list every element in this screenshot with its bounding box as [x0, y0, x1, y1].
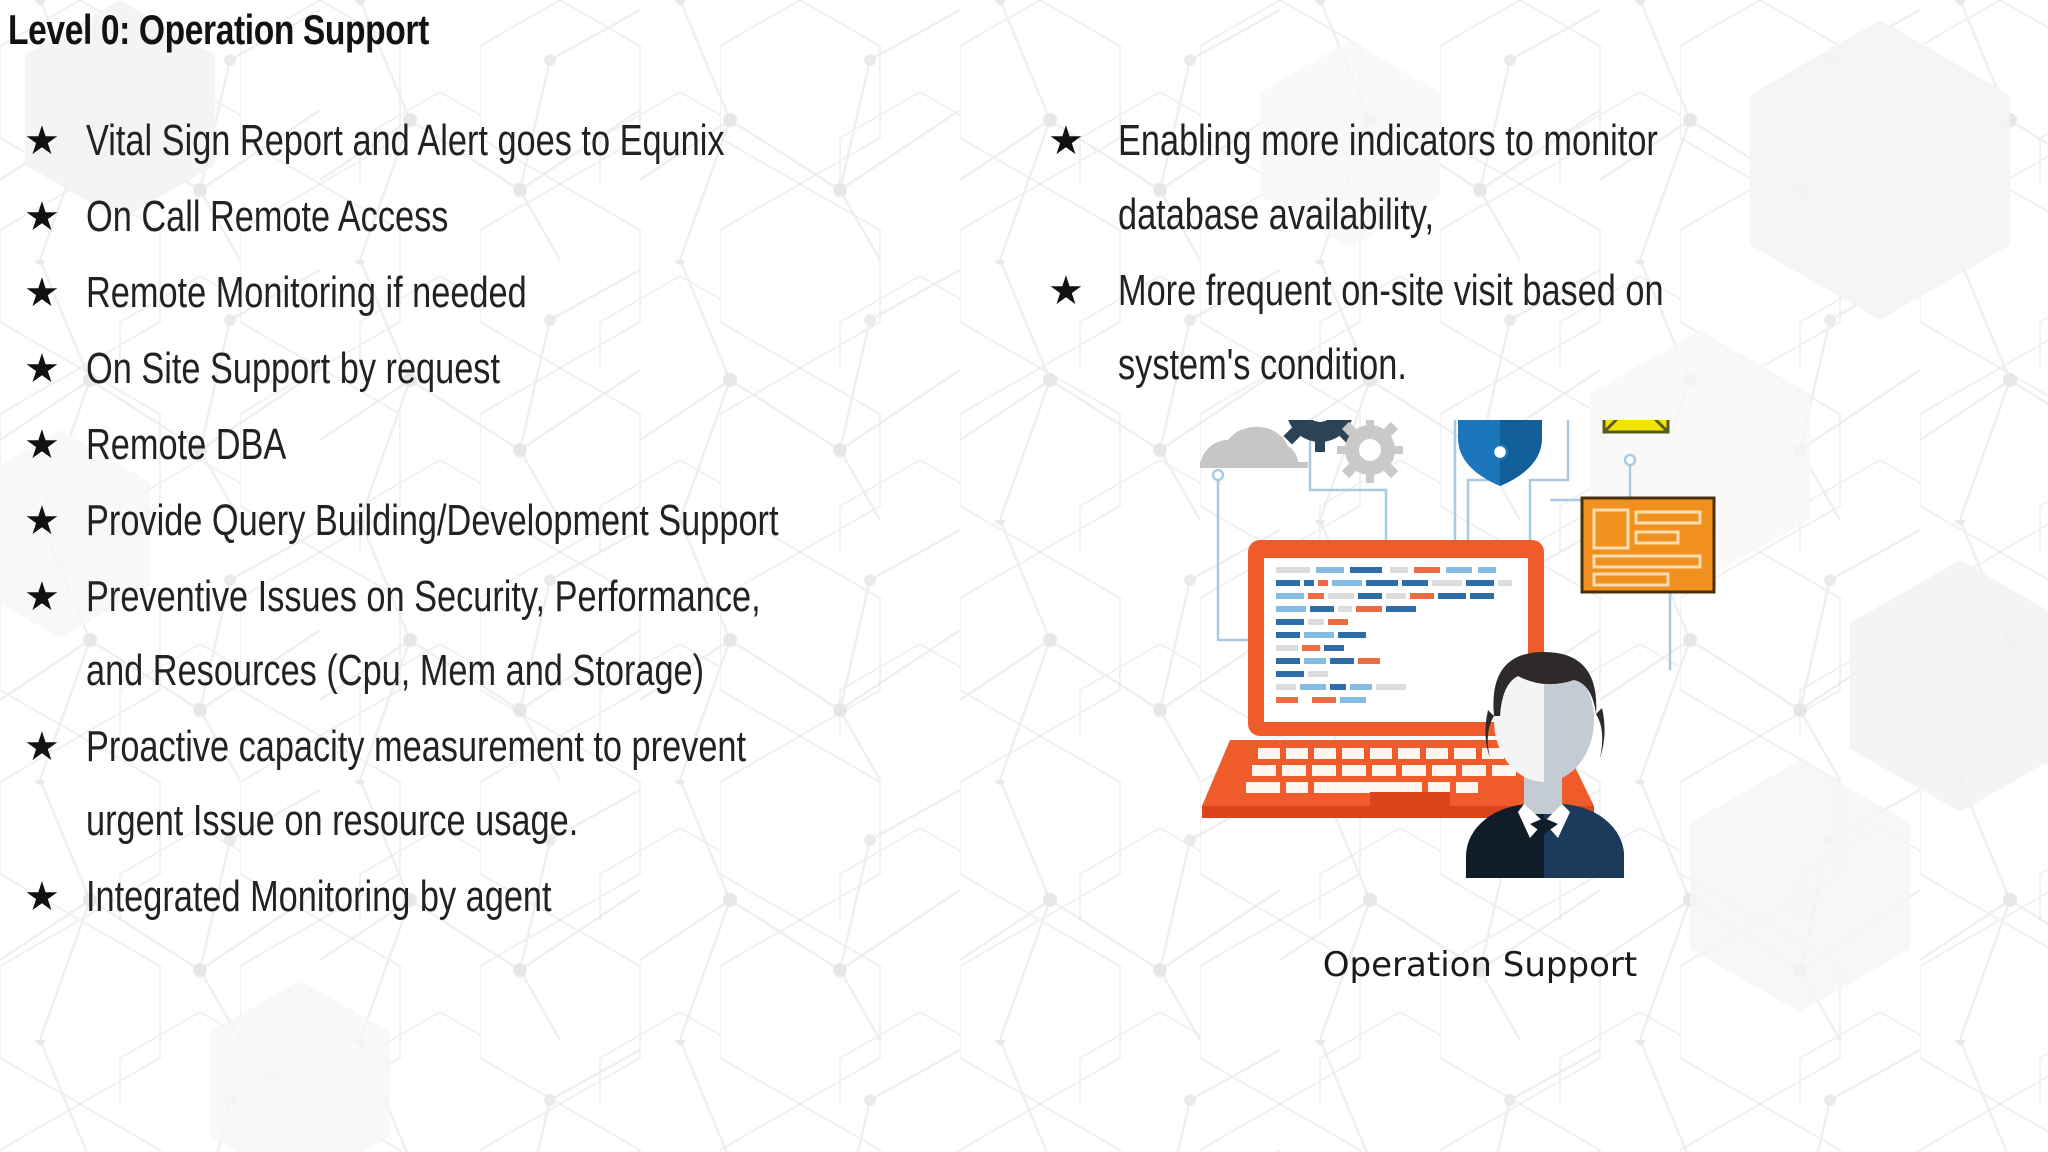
list-item-label: Proactive capacity measurement to preven…: [86, 722, 747, 845]
star-bullet-icon: ★: [1048, 268, 1084, 314]
star-bullet-icon: ★: [24, 498, 60, 544]
list-item-label: Provide Query Building/Development Suppo…: [86, 496, 779, 545]
list-item: ★ On Site Support by request: [14, 332, 1004, 406]
star-bullet-icon: ★: [24, 346, 60, 392]
star-bullet-icon: ★: [24, 118, 60, 164]
star-bullet-icon: ★: [24, 874, 60, 920]
list-item: ★ Proactive capacity measurement to prev…: [14, 710, 1004, 858]
list-item-label: Enabling more indicators to monitor data…: [1118, 116, 1658, 239]
star-bullet-icon: ★: [1048, 118, 1084, 164]
list-item-label: More frequent on-site visit based on sys…: [1118, 266, 1664, 389]
list-item-label: Remote DBA: [86, 420, 287, 469]
page-title: Level 0: Operation Support: [8, 6, 429, 53]
list-item-label: Integrated Monitoring by agent: [86, 872, 552, 921]
list-item: ★ Enabling more indicators to monitor da…: [1030, 104, 1910, 252]
star-bullet-icon: ★: [24, 724, 60, 770]
list-item-label: On Site Support by request: [86, 344, 500, 393]
document-panel-icon: [1580, 496, 1716, 594]
left-bullet-column: ★ Vital Sign Report and Alert goes to Eq…: [14, 104, 1004, 936]
right-bullet-column: ★ Enabling more indicators to monitor da…: [1030, 104, 1910, 404]
shield-icon: [1458, 420, 1542, 486]
list-item-label: Remote Monitoring if needed: [86, 268, 527, 317]
list-item: ★ Preventive Issues on Security, Perform…: [14, 560, 1004, 708]
list-item: ★ Integrated Monitoring by agent: [14, 860, 1004, 934]
list-item-label: Preventive Issues on Security, Performan…: [86, 572, 761, 695]
list-item: ★ Vital Sign Report and Alert goes to Eq…: [14, 104, 1004, 178]
illustration-caption: Operation Support: [1322, 945, 1638, 985]
gears-icon: [1283, 420, 1403, 483]
list-item: ★ Remote DBA: [14, 408, 1004, 482]
envelope-icon: [1602, 420, 1670, 434]
list-item: ★ Remote Monitoring if needed: [14, 256, 1004, 330]
list-item-label: On Call Remote Access: [86, 192, 449, 241]
operation-support-illustration: [1200, 420, 1716, 878]
list-item: ★ More frequent on-site visit based on s…: [1030, 254, 1910, 402]
star-bullet-icon: ★: [24, 574, 60, 620]
star-bullet-icon: ★: [24, 422, 60, 468]
star-bullet-icon: ★: [24, 270, 60, 316]
list-item-label: Vital Sign Report and Alert goes to Equn…: [86, 116, 725, 165]
list-item: ★ Provide Query Building/Development Sup…: [14, 484, 1004, 558]
list-item: ★ On Call Remote Access: [14, 180, 1004, 254]
star-bullet-icon: ★: [24, 194, 60, 240]
